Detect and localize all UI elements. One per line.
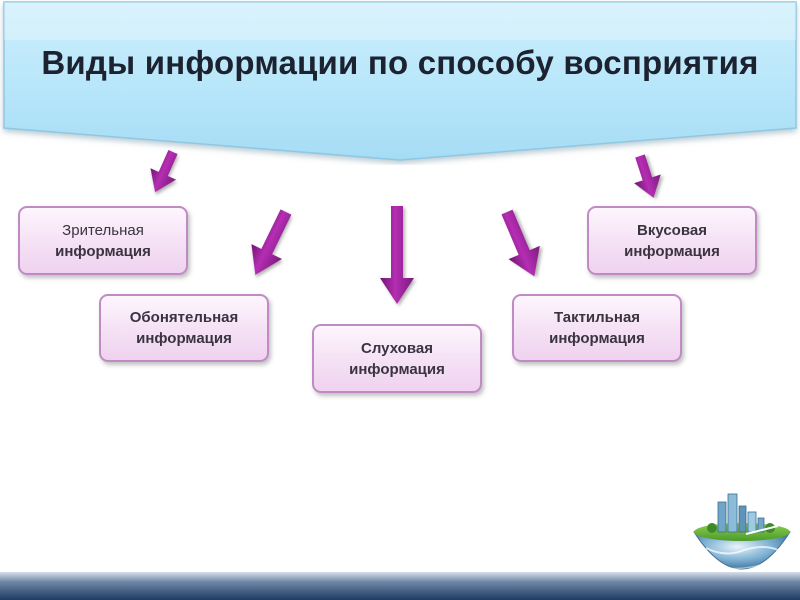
arrow-down-icon [142, 146, 185, 198]
box-gustatory-info: Вкусовая информация [587, 206, 757, 275]
globe-with-city-icon [686, 488, 798, 600]
box-olfactory-sublabel: информация [130, 328, 239, 349]
box-gustatory-label: Вкусовая [624, 220, 720, 241]
box-olfactory-info: Обонятельная информация [99, 294, 269, 362]
arrow-down-icon [380, 206, 414, 304]
arrow-down-icon [240, 205, 301, 283]
box-visual-label: Зрительная [55, 220, 151, 241]
box-olfactory-label: Обонятельная [130, 307, 239, 328]
arrow-down-icon [491, 205, 550, 283]
box-gustatory-sublabel: информация [624, 241, 720, 262]
box-tactile-sublabel: информация [549, 328, 645, 349]
box-tactile-info: Тактильная информация [512, 294, 682, 362]
box-visual-info: Зрительная информация [18, 206, 188, 275]
box-auditory-sublabel: информация [349, 359, 445, 380]
arrow-down-icon [627, 152, 667, 202]
footer-band [0, 572, 800, 600]
box-tactile-label: Тактильная [549, 307, 645, 328]
box-auditory-label: Слуховая [349, 338, 445, 359]
box-auditory-info: Слуховая информация [312, 324, 482, 393]
box-visual-sublabel: информация [55, 241, 151, 262]
